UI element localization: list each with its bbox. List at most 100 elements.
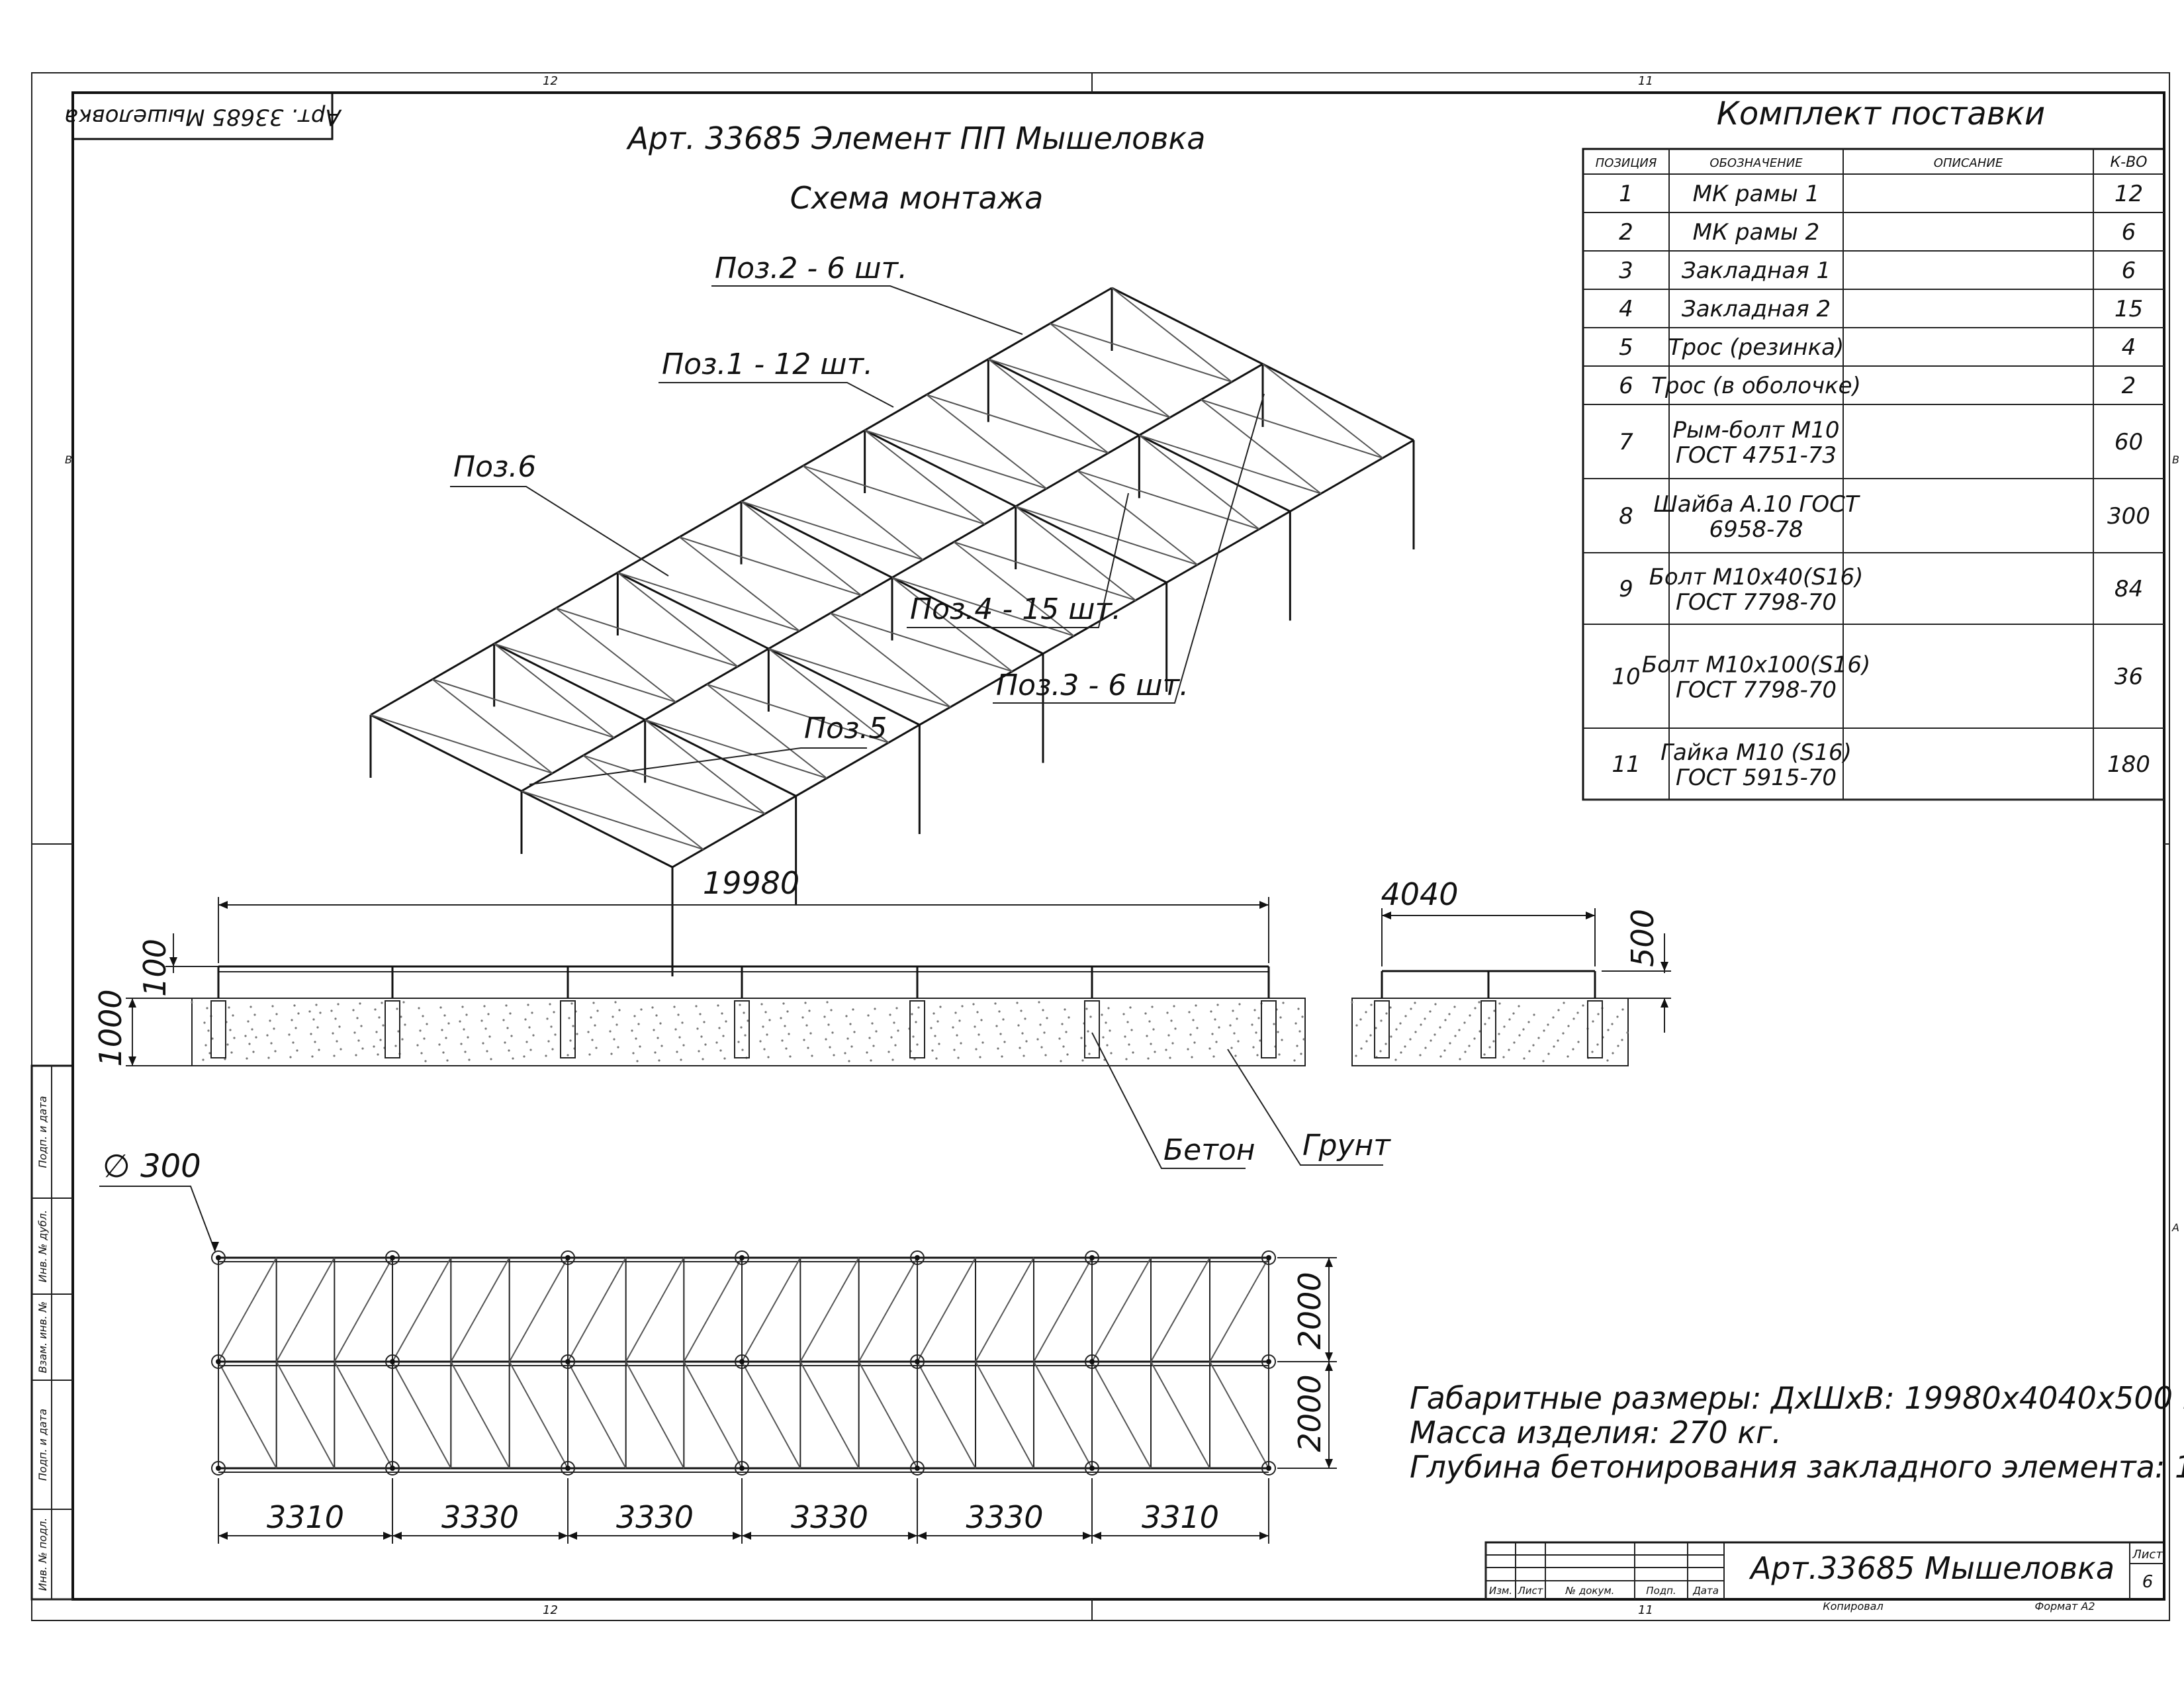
end-anchor [1480,1000,1496,1058]
concrete-speck [333,1055,336,1057]
concrete-speck [1488,1046,1491,1049]
concrete-speck [381,1002,383,1004]
concrete-speck [975,1048,978,1051]
concrete-speck [1468,1045,1471,1047]
iso-brace [1050,322,1171,418]
arrowhead [559,1532,568,1540]
concrete-speck [510,1035,513,1037]
iso-brace [926,394,1109,454]
concrete-speck [1148,1020,1151,1023]
concrete-speck [211,1037,214,1040]
concrete-speck [1278,1053,1281,1056]
iso-brace [1015,506,1136,601]
concrete-speck [418,1007,420,1009]
concrete-speck [314,1041,316,1043]
concrete-speck [1060,1060,1062,1062]
concrete-speck [1187,1048,1189,1051]
callout-poz4: Поз.4 - 15 шт. [910,592,1121,626]
iso-brace [953,541,1075,637]
concrete-speck [1125,1058,1128,1060]
concrete-speck [1621,1039,1623,1041]
concrete-speck [274,1050,277,1053]
concrete-speck [891,1058,894,1061]
concrete-speck [1101,1013,1103,1016]
concrete-speck [743,1011,745,1014]
concrete-speck [1607,1029,1610,1031]
iso-brace [1111,287,1232,383]
concrete-speck [825,1038,827,1041]
callout-poz6: Поз.6 [453,450,536,484]
concrete-speck [1193,1041,1196,1044]
concrete-speck [1126,1021,1129,1023]
concrete-speck [614,1001,617,1004]
concrete-speck [1370,1004,1373,1006]
iso-brace [1077,470,1259,530]
concrete-speck [487,1013,490,1015]
iso-brace [1262,363,1383,459]
concrete-speck [657,1037,659,1039]
concrete-speck [1237,1040,1240,1043]
spec-header-cell: ОБОЗНАЧЕНИЕ [1709,156,1803,170]
zone-mark-bottom-left: 12 [543,1603,558,1617]
concrete-speck [1150,1043,1152,1045]
concrete-speck [422,1015,424,1017]
plan-brace [218,1361,277,1469]
concrete-speck [1498,1002,1501,1005]
spec-quantity: 6 [2122,258,2136,284]
concrete-speck [291,1019,293,1021]
plan-brace [450,1361,510,1469]
concrete-speck [338,1025,341,1028]
plan-anchor-center [1089,1359,1095,1364]
concrete-speck [805,1024,808,1027]
concrete-speck [1592,1020,1594,1023]
concrete-speck [981,1041,984,1044]
concrete-speck [529,1049,532,1051]
concrete-speck [1296,1045,1298,1047]
concrete-speck [523,1055,525,1058]
plan-brace [975,1257,1034,1362]
concrete-speck [1109,1029,1111,1032]
arrowhead [1382,912,1391,919]
concrete-speck [401,1038,404,1041]
concrete-speck [1365,1011,1367,1013]
concrete-speck [831,1031,834,1034]
concrete-speck [762,1025,764,1028]
concrete-speck [551,1048,554,1051]
concrete-speck [1273,1023,1275,1025]
arrowhead [1586,912,1595,919]
concrete-speck [1232,1009,1234,1012]
concrete-speck [702,1058,704,1060]
concrete-speck [1473,1037,1476,1040]
concrete-speck [887,1051,890,1053]
embedded-anchor [734,1000,750,1058]
callout-grunt: Грунт [1302,1129,1391,1162]
concrete-speck [1512,1012,1515,1015]
callout-beton: Бетон [1163,1133,1255,1167]
spec-position: 6 [1619,373,1633,399]
plan-anchor-point [385,1354,400,1369]
iso-brace [370,714,553,774]
concrete-speck [725,1020,727,1023]
plan-brace [334,1361,393,1469]
concrete-speck [490,1058,492,1060]
arrowhead [1661,962,1668,971]
zone-mark-right-a: A [2171,1221,2179,1234]
concrete-speck [1229,1024,1232,1027]
spec-quantity: 180 [2107,751,2150,778]
concrete-speck [1424,1047,1427,1049]
concrete-speck [1424,1017,1426,1020]
concrete-speck [1251,1023,1253,1026]
spec-designation: Закладная 2 [1682,296,1831,322]
concrete-speck [1400,1051,1402,1054]
concrete-speck [1404,1045,1406,1048]
iso-brace [617,572,800,632]
concrete-speck [374,1008,377,1011]
plan-brace [275,1361,336,1469]
spec-position: 7 [1619,429,1633,455]
concrete-speck [1279,1016,1282,1019]
concrete-speck [782,1002,785,1005]
concrete-speck [595,1047,598,1049]
iso-brace [494,643,615,739]
arrowhead [1325,1352,1333,1362]
concrete-speck [1170,1019,1173,1022]
